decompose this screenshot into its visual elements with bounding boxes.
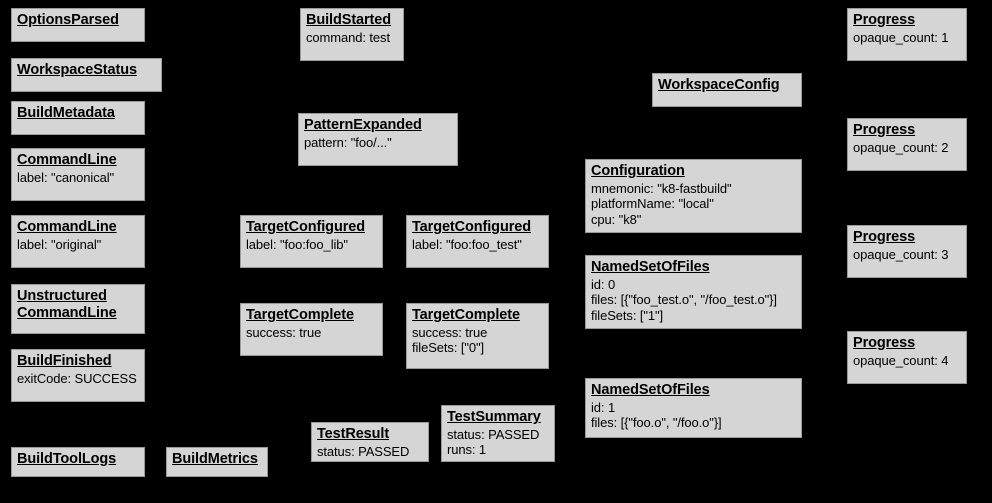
node-field: platformName: "local": [591, 196, 714, 212]
node-field: mnemonic: "k8-fastbuild": [591, 181, 732, 197]
node-field: success: true: [412, 325, 488, 341]
node-title: BuildStarted: [306, 12, 392, 28]
node-fields: exitCode: SUCCESS: [17, 371, 139, 386]
node-progress-1[interactable]: Progress opaque_count: 1: [847, 8, 967, 61]
node-title: OptionsParsed: [17, 12, 119, 28]
node-field: fileSets: ["1"]: [591, 307, 664, 323]
node-title: TestSummary: [447, 409, 541, 425]
node-title: WorkspaceConfig: [658, 77, 780, 93]
node-configuration[interactable]: Configuration mnemonic: "k8-fastbuild"pla…: [585, 159, 802, 233]
node-options-parsed[interactable]: OptionsParsed: [11, 8, 145, 42]
node-title: Progress: [853, 12, 916, 28]
node-title-line: Unstructured: [17, 288, 107, 304]
node-field: label: "foo:foo_test": [412, 237, 522, 253]
node-title: PatternExpanded: [304, 117, 422, 133]
node-fields: success: true: [246, 325, 377, 340]
node-field: exitCode: SUCCESS: [17, 371, 137, 387]
node-title: Progress: [853, 229, 916, 245]
node-title: BuildToolLogs: [17, 451, 117, 467]
node-fields: opaque_count: 4: [853, 353, 961, 368]
node-title: CommandLine: [17, 152, 117, 168]
node-workspace-status[interactable]: WorkspaceStatus: [11, 58, 162, 92]
node-title: BuildMetrics: [172, 451, 258, 467]
node-command-line-canonical[interactable]: CommandLine label: "canonical": [11, 148, 145, 201]
node-fields: opaque_count: 2: [853, 140, 961, 155]
node-build-metrics[interactable]: BuildMetrics: [166, 447, 268, 477]
node-target-configured-foo-lib[interactable]: TargetConfigured label: "foo:foo_lib": [240, 215, 383, 268]
node-fields: command: test: [306, 30, 398, 45]
node-title: TargetConfigured: [412, 219, 531, 235]
node-field: id: 0: [591, 277, 616, 293]
node-field: status: PASSED: [447, 427, 540, 443]
node-field: opaque_count: 1: [853, 30, 949, 46]
node-fields: label: "canonical": [17, 170, 139, 185]
node-title: Progress: [853, 335, 916, 351]
node-fields: label: "foo:foo_lib": [246, 237, 377, 252]
node-test-result[interactable]: TestResult status: PASSED: [311, 422, 429, 462]
node-command-line-original[interactable]: CommandLine label: "original": [11, 215, 145, 268]
node-workspace-config[interactable]: WorkspaceConfig: [652, 73, 802, 107]
node-field: files: [{"foo.o", "/foo.o"}]: [591, 415, 722, 431]
node-title-line: CommandLine: [17, 305, 117, 322]
node-build-started[interactable]: BuildStarted command: test: [300, 8, 404, 61]
node-fields: pattern: "foo/...": [304, 135, 452, 150]
node-field: label: "foo:foo_lib": [246, 237, 348, 253]
node-title: TargetComplete: [246, 307, 354, 323]
node-build-finished[interactable]: BuildFinished exitCode: SUCCESS: [11, 349, 145, 402]
node-target-complete-foo-lib[interactable]: TargetComplete success: true: [240, 303, 383, 356]
node-field: opaque_count: 4: [853, 353, 949, 369]
node-field: fileSets: ["0"]: [412, 340, 485, 356]
node-fields: label: "foo:foo_test": [412, 237, 543, 252]
node-title: Progress: [853, 122, 916, 138]
node-title: TestResult: [317, 426, 390, 442]
node-title: WorkspaceStatus: [17, 62, 137, 78]
node-pattern-expanded[interactable]: PatternExpanded pattern: "foo/...": [298, 113, 458, 166]
node-title: TargetConfigured: [246, 219, 365, 235]
node-build-metadata[interactable]: BuildMetadata: [11, 101, 145, 135]
node-field: success: true: [246, 325, 322, 341]
node-title: Configuration: [591, 163, 685, 179]
node-title: TargetComplete: [412, 307, 520, 323]
node-fields: opaque_count: 3: [853, 247, 961, 262]
node-target-configured-foo-test[interactable]: TargetConfigured label: "foo:foo_test": [406, 215, 549, 268]
node-field: command: test: [306, 30, 390, 46]
node-field: opaque_count: 2: [853, 140, 949, 156]
node-field: label: "original": [17, 237, 102, 253]
node-build-tool-logs[interactable]: BuildToolLogs: [11, 447, 145, 477]
node-progress-4[interactable]: Progress opaque_count: 4: [847, 331, 967, 384]
node-fields: opaque_count: 1: [853, 30, 961, 45]
node-title: BuildMetadata: [17, 105, 115, 121]
node-progress-3[interactable]: Progress opaque_count: 3: [847, 225, 967, 278]
node-field: files: [{"foo_test.o", "/foo_test.o"}]: [591, 292, 777, 308]
node-field: opaque_count: 3: [853, 247, 949, 263]
node-field: pattern: "foo/...": [304, 135, 392, 151]
node-title: NamedSetOfFiles: [591, 382, 710, 398]
node-field: id: 1: [591, 400, 616, 416]
node-fields: status: PASSED: [317, 444, 423, 459]
node-fields: mnemonic: "k8-fastbuild"platformName: "l…: [591, 181, 796, 227]
node-field: runs: 1: [447, 442, 487, 458]
node-title: BuildFinished: [17, 353, 112, 369]
node-title: CommandLine: [17, 219, 117, 235]
node-field: status: PASSED: [317, 444, 410, 460]
node-title: NamedSetOfFiles: [591, 259, 710, 275]
node-progress-2[interactable]: Progress opaque_count: 2: [847, 118, 967, 171]
node-fields: label: "original": [17, 237, 139, 252]
node-field: label: "canonical": [17, 170, 115, 186]
node-field: cpu: "k8": [591, 211, 642, 227]
